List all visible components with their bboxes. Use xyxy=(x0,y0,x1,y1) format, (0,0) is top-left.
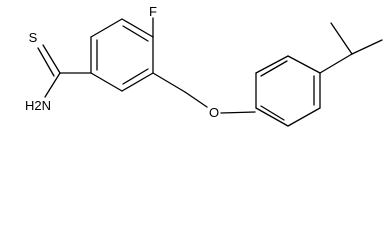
bond-ringB-3 xyxy=(287,107,321,127)
bond-ringB-6 xyxy=(255,55,289,74)
benzene-ring-right xyxy=(255,55,321,127)
bond-C-S-1 xyxy=(42,44,61,74)
thioamide-group xyxy=(37,44,92,98)
benzyl-ether-linker xyxy=(152,72,256,114)
bond-O-to-ring xyxy=(220,111,256,114)
atom-label-NH2: H2N xyxy=(25,98,51,113)
bond-ringA-1 xyxy=(121,18,154,38)
bond-ringA-double-1 xyxy=(122,25,149,42)
bond-C-N xyxy=(44,72,61,98)
bond-ringB-4 xyxy=(255,107,289,127)
bond-ringA-4 xyxy=(90,72,123,92)
bond-ringA-double-2 xyxy=(122,68,149,85)
bond-CH2-to-O xyxy=(184,91,208,108)
atom-label-S: S xyxy=(29,30,38,45)
bond-ring-to-isopropyl xyxy=(319,53,353,74)
bond-C-S-2 xyxy=(37,47,55,77)
atom-label-O: O xyxy=(209,105,219,120)
chemical-structure-diagram: S H2N F O xyxy=(25,4,383,127)
atom-labels: S H2N F O xyxy=(25,4,219,120)
isopropyl-group xyxy=(319,22,383,74)
bond-ringB-1 xyxy=(287,55,321,74)
bond-ringA-3 xyxy=(121,72,154,92)
benzene-ring-left xyxy=(90,18,154,92)
bond-ringA-6 xyxy=(90,18,123,38)
atom-label-F: F xyxy=(149,4,157,19)
bond-ringB-double-3 xyxy=(260,60,288,77)
bond-isopropyl-methyl-2 xyxy=(351,39,383,55)
bond-ring-to-CH2 xyxy=(152,72,186,93)
bond-isopropyl-methyl-1 xyxy=(330,22,353,55)
bond-ringB-double-2 xyxy=(260,105,285,121)
